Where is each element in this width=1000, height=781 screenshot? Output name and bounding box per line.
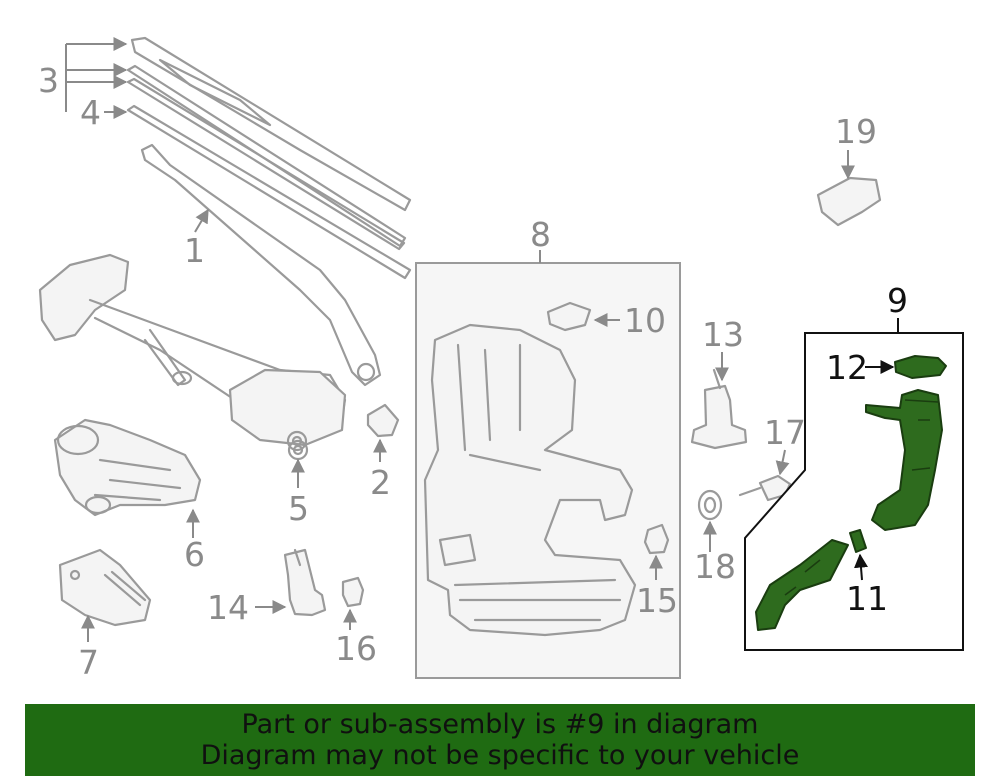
wiper-motor [53, 418, 202, 517]
leader-lines [65, 37, 899, 642]
callout-19: 19 [835, 112, 877, 151]
grommet-16 [341, 576, 365, 608]
washer-pump-13 [690, 368, 748, 450]
part-2-cap [366, 403, 400, 438]
callout-10: 10 [624, 301, 666, 340]
clip-19 [816, 176, 882, 227]
callout-1: 1 [184, 231, 205, 270]
callout-2: 2 [370, 463, 391, 502]
notice-line-1: Part or sub-assembly is #9 in diagram [241, 709, 759, 740]
callout-15: 15 [636, 581, 678, 620]
reservoir-group [415, 262, 681, 679]
grommet-15 [643, 523, 670, 555]
callout-17: 17 [764, 413, 806, 452]
notice-banner: Part or sub-assembly is #9 in diagram Di… [25, 704, 975, 776]
callout-8: 8 [530, 215, 551, 254]
callout-12: 12 [826, 348, 868, 387]
filler-neck-assembly-9 [744, 332, 964, 651]
callout-6: 6 [184, 535, 205, 574]
callout-5: 5 [288, 489, 309, 528]
callout-11: 11 [846, 579, 888, 618]
callout-16: 16 [335, 629, 377, 668]
callout-3: 3 [38, 61, 59, 100]
washer-pump-14 [283, 548, 327, 617]
callout-7: 7 [78, 643, 99, 682]
wiper-blade-assembly [126, 36, 412, 280]
seal-18 [697, 489, 723, 521]
wiper-arm [140, 143, 382, 387]
notice-line-2: Diagram may not be specific to your vehi… [200, 740, 800, 771]
callout-13: 13 [702, 315, 744, 354]
callout-14: 14 [207, 588, 249, 627]
motor-bracket [58, 548, 152, 627]
callout-18: 18 [694, 547, 736, 586]
callout-4: 4 [80, 93, 101, 132]
parts-diagram: 3 4 1 2 5 6 7 8 10 13 17 18 15 14 16 19 … [38, 36, 964, 682]
callout-9: 9 [887, 281, 908, 320]
